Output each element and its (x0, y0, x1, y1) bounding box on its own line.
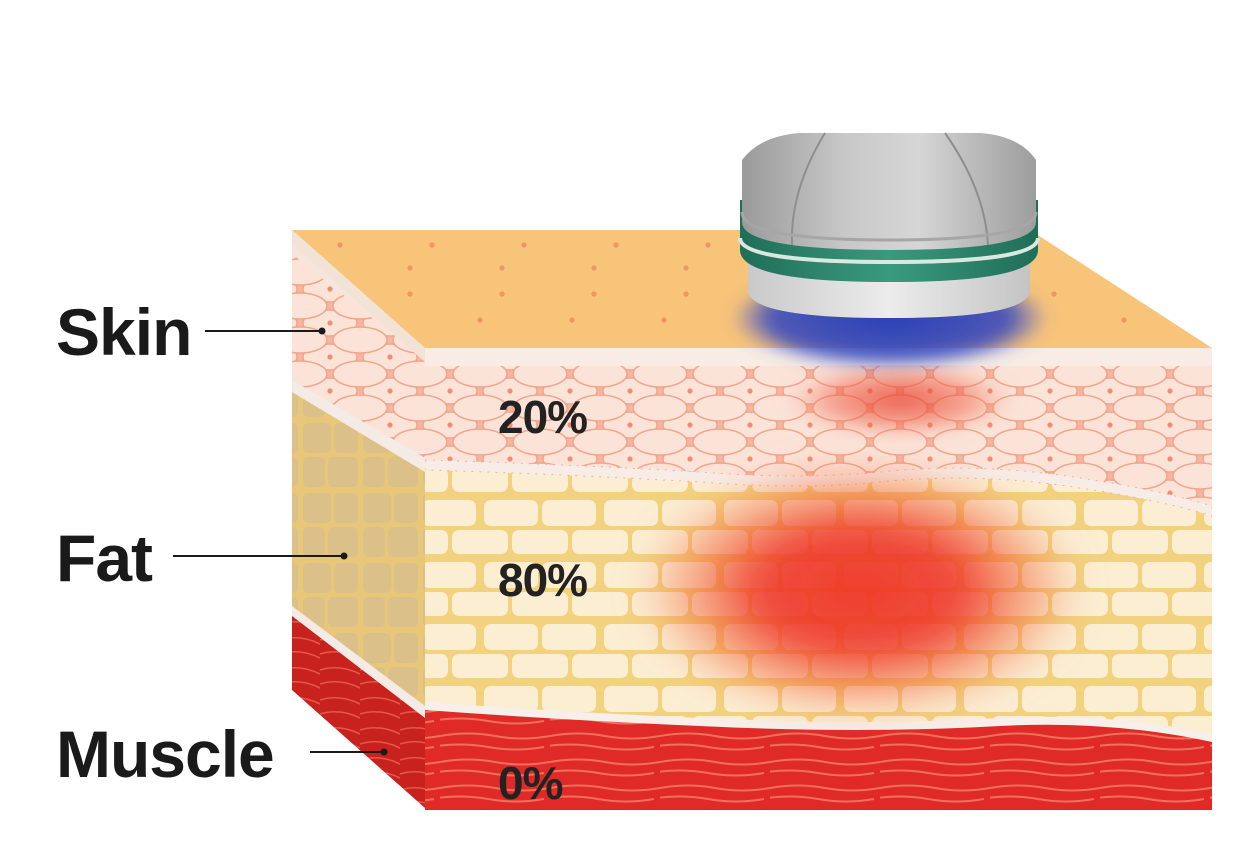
skin-pore (407, 265, 413, 271)
skin-pore (477, 317, 483, 323)
device-seam-left (790, 132, 826, 246)
skin-top-left-edge (292, 230, 425, 362)
muscle-percent: 0% (498, 757, 563, 809)
skin-pores (337, 242, 1127, 323)
skin-callout-dot (318, 327, 326, 335)
fat-side-section (292, 386, 425, 712)
skin-fat-membrane-side (292, 380, 425, 472)
skin-pore (705, 242, 711, 248)
skin-pore (613, 242, 619, 248)
skin-side-section (292, 248, 425, 462)
fat-percent: 80% (498, 554, 588, 606)
ultrasound-applicator-icon (730, 132, 1050, 370)
device-body (742, 133, 1036, 250)
skin-percent: 20% (498, 391, 588, 443)
skin-pore (683, 265, 689, 271)
skin-pore (521, 242, 527, 248)
fat-callout-dot (340, 552, 348, 560)
device-band-stripe (738, 237, 1040, 265)
skin-pore (683, 291, 689, 297)
skin-pore (569, 317, 575, 323)
callout-lines (173, 327, 388, 756)
skin-pore (407, 291, 413, 297)
skin-pore (661, 317, 667, 323)
skin-pore (499, 291, 505, 297)
muscle-callout-dot (380, 748, 388, 756)
skin-pore (499, 265, 505, 271)
skin-pore (591, 265, 597, 271)
skin-pore (1121, 317, 1127, 323)
skin-pore (429, 242, 435, 248)
skin-pore (337, 242, 343, 248)
skin-pore (1051, 291, 1057, 297)
muscle-label: Muscle (56, 717, 275, 791)
block-front-face (425, 365, 1212, 810)
device-rim (740, 211, 1038, 242)
muscle-front-section (425, 706, 1212, 810)
skin-pore (591, 291, 597, 297)
skin-fat-membrane (425, 459, 1212, 517)
muscle-side-section (292, 612, 425, 808)
device-seam-right (944, 132, 989, 246)
fat-label: Fat (56, 521, 153, 595)
fat-muscle-membrane-side (292, 606, 425, 718)
skin-label: Skin (56, 295, 192, 369)
fat-heat-zone (630, 455, 1090, 725)
skin-heat-zone (780, 365, 1020, 440)
